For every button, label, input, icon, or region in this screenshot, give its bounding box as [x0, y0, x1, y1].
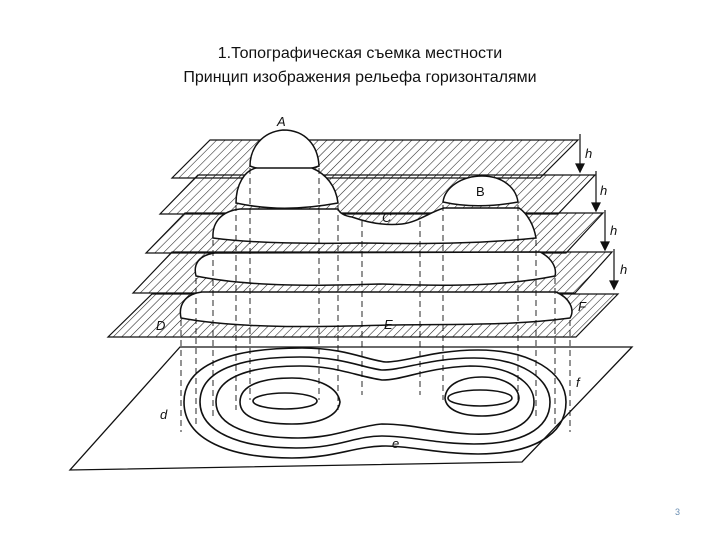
label-point-d: D [156, 318, 165, 333]
label-point-f: F [578, 299, 587, 314]
contour-b-level-2 [444, 376, 520, 417]
page-number: 3 [674, 507, 680, 517]
label-peak-a: A [276, 114, 286, 129]
contour-a-level-2 [239, 377, 341, 425]
elevation-interval-markers [575, 134, 619, 291]
contour-lines [183, 347, 567, 459]
label-interval-h-2: h [600, 183, 607, 198]
label-interval-h-3: h [610, 223, 617, 238]
label-projection-f: f [576, 375, 581, 390]
label-saddle-c: C [382, 210, 392, 225]
contour-peak-a [252, 392, 318, 410]
section-plane-1 [170, 139, 580, 179]
hill-section-level-3 [212, 207, 537, 245]
slide-title-line-2: Принцип изображения рельефа горизонталям… [183, 69, 537, 86]
label-interval-h-1: h [585, 146, 592, 161]
hill-section-level-4 [194, 251, 557, 287]
section-plane-2 [158, 174, 597, 215]
hill-section-top [249, 129, 320, 172]
hill-section-level-5 [179, 291, 573, 328]
contour-peak-b [447, 389, 513, 407]
label-peak-b: B [476, 184, 485, 199]
label-interval-h-4: h [620, 262, 627, 277]
slide-title-line-1: 1.Топографическая съемка местности [217, 45, 503, 62]
label-projection-d: d [160, 407, 168, 422]
base-projection-plane [68, 346, 634, 471]
label-projection-e: e [392, 436, 399, 451]
contour-level-5 [183, 347, 567, 459]
hill-section-level-2 [235, 167, 519, 209]
contour-level-4 [199, 356, 551, 449]
label-point-e: E [384, 317, 393, 332]
contour-level-3 [215, 365, 535, 439]
